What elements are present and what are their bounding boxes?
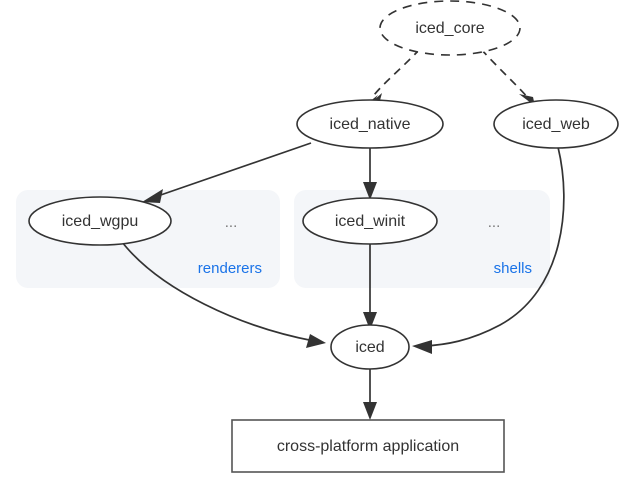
node-iced-winit-shape[interactable] — [302, 197, 438, 245]
cluster-renderers-ellipsis: ... — [225, 214, 238, 231]
node-cross-platform-application-label: cross-platform application — [277, 438, 459, 455]
edge-iced-native-to-iced-winit — [363, 146, 377, 200]
edge-iced-web-to-iced-line — [423, 146, 565, 347]
edge-iced-core-to-iced-native — [364, 48, 421, 107]
node-iced-wgpu-shape[interactable] — [28, 196, 172, 246]
node-iced-core[interactable]: iced_core — [379, 0, 521, 56]
edge-iced-native-to-iced-wgpu-line — [151, 142, 312, 199]
edge-iced-winit-to-iced — [363, 242, 377, 330]
cluster-shells-label: shells — [494, 260, 532, 277]
edge-iced-native-to-iced-winit-arrowhead — [363, 182, 377, 200]
node-iced-winit[interactable]: iced_winit — [302, 197, 438, 245]
edge-iced-core-to-iced-web — [480, 48, 535, 106]
edge-iced-winit-to-iced-arrowhead — [363, 312, 377, 330]
node-iced-native-label: iced_native — [330, 116, 411, 133]
edge-iced-core-to-iced-web-line — [480, 48, 529, 99]
node-iced-native[interactable]: iced_native — [296, 99, 444, 149]
edge-iced-wgpu-to-iced — [121, 241, 326, 348]
edge-iced-native-to-iced-wgpu-arrowhead — [142, 189, 163, 203]
cluster-renderers-label: renderers — [198, 260, 262, 277]
node-iced-core-label: iced_core — [415, 20, 484, 37]
edge-iced-core-to-iced-native-line — [370, 48, 421, 100]
node-iced[interactable]: iced — [330, 324, 410, 370]
edge-iced-to-application — [363, 369, 377, 420]
node-iced-web[interactable]: iced_web — [493, 99, 619, 149]
edge-iced-to-application-arrowhead — [363, 402, 377, 420]
node-iced-wgpu-label: iced_wgpu — [62, 213, 139, 230]
cluster-shells-ellipsis: ... — [488, 214, 501, 231]
node-iced-native-shape[interactable] — [296, 99, 444, 149]
node-iced-web-shape[interactable] — [493, 99, 619, 149]
node-iced-web-label: iced_web — [522, 116, 590, 133]
node-cross-platform-application-shape[interactable] — [231, 419, 505, 473]
edge-iced-web-to-iced — [412, 146, 565, 354]
edge-iced-native-to-iced-wgpu — [142, 142, 312, 203]
node-iced-winit-label: iced_winit — [335, 213, 406, 230]
node-iced-label: iced — [355, 339, 384, 356]
node-iced-wgpu[interactable]: iced_wgpu — [28, 196, 172, 246]
edge-iced-wgpu-to-iced-arrowhead — [306, 334, 326, 348]
edge-iced-web-to-iced-arrowhead — [412, 340, 432, 354]
edge-iced-wgpu-to-iced-line — [121, 241, 315, 342]
node-cross-platform-application[interactable]: cross-platform application — [231, 419, 505, 473]
node-iced-core-shape[interactable] — [379, 0, 521, 56]
node-iced-shape[interactable] — [330, 324, 410, 370]
